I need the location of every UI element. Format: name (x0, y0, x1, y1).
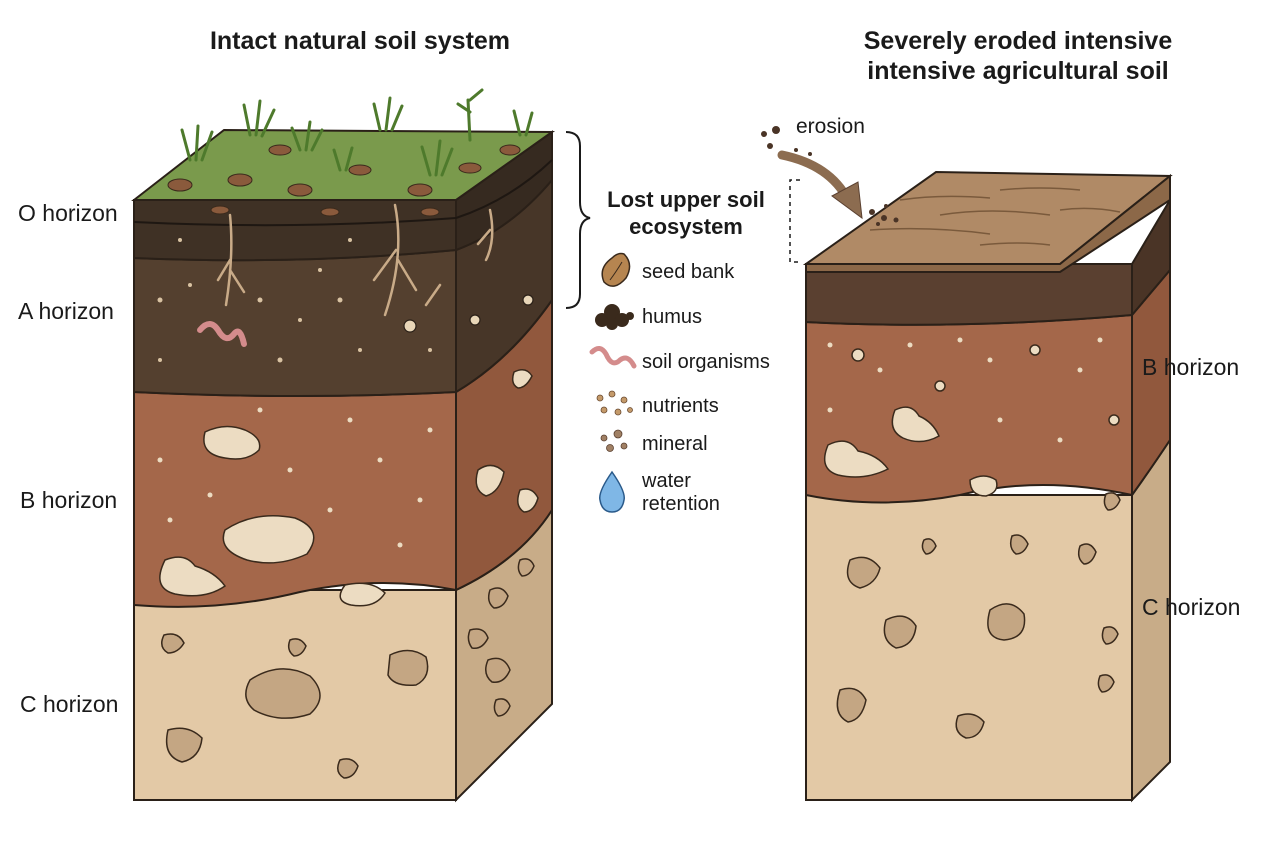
earthworm (197, 321, 247, 347)
legend-mineral: mineral (642, 433, 708, 455)
left-b-horizon-label: B horizon (20, 487, 118, 513)
right-tilled-surface (802, 170, 1173, 265)
soil-particles (761, 126, 899, 226)
legend-retention: retention (642, 493, 720, 515)
right-b-horizon-label: B horizon (1142, 354, 1240, 380)
legend-water: water (642, 470, 691, 492)
right-c-horizon-label: C horizon (1142, 594, 1241, 620)
lost-ecosystem-line1: Lost upper soil (607, 187, 765, 212)
right-title-line1: Severely eroded intensive (863, 27, 1173, 55)
right-top-band-side (1131, 196, 1171, 318)
left-b-specks (157, 407, 433, 548)
worm-icon (589, 346, 637, 369)
right-c-horizon-side (1131, 436, 1171, 803)
soil-mites (403, 294, 534, 333)
mineral-icon (600, 429, 628, 452)
left-o-horizon-side (455, 130, 553, 252)
intact-soil-block (131, 128, 556, 803)
left-a-horizon-label: A horizon (18, 298, 114, 324)
water-drop-icon (599, 470, 625, 513)
right-b-horizon-side (1131, 267, 1171, 499)
left-o-horizon-front (133, 199, 457, 262)
erosion-arrowhead (831, 181, 863, 220)
right-b-pebbles (823, 344, 1120, 497)
erosion-label: erosion (796, 115, 865, 138)
left-b-pebbles (159, 369, 539, 607)
left-o-horizon-label: O horizon (18, 200, 118, 226)
right-c-rocks (836, 492, 1121, 739)
right-b-specks (827, 337, 1103, 443)
legend-soil-organisms: soil organisms (642, 351, 770, 373)
nutrients-icon (596, 390, 633, 416)
lost-ecosystem-label: Lost upper soil ecosystem (590, 186, 782, 240)
right-title-line2: intensive agricultural soil (867, 57, 1169, 85)
grass-tufts (180, 88, 534, 177)
roots (216, 203, 494, 317)
leaf-litter (167, 144, 521, 217)
right-top-band-front (805, 263, 1133, 326)
seed-icon (601, 252, 631, 287)
left-title: Intact natural soil system (209, 27, 511, 55)
tilled-grain-lines (869, 187, 1121, 246)
legend-humus: humus (642, 306, 703, 328)
left-c-horizon-label: C horizon (20, 691, 119, 717)
missing-layer-bracket (789, 179, 800, 263)
legend-seed-bank: seed bank (642, 261, 735, 283)
humus-icon (595, 304, 634, 330)
left-c-rocks (161, 558, 535, 779)
a-horizon-specks (157, 238, 432, 363)
lost-ecosystem-line2: ecosystem (629, 214, 743, 239)
eroded-soil-block (802, 170, 1173, 803)
legend-nutrients: nutrients (642, 395, 719, 417)
lost-ecosystem-bracket (565, 131, 591, 309)
right-c-horizon-front (805, 494, 1133, 801)
